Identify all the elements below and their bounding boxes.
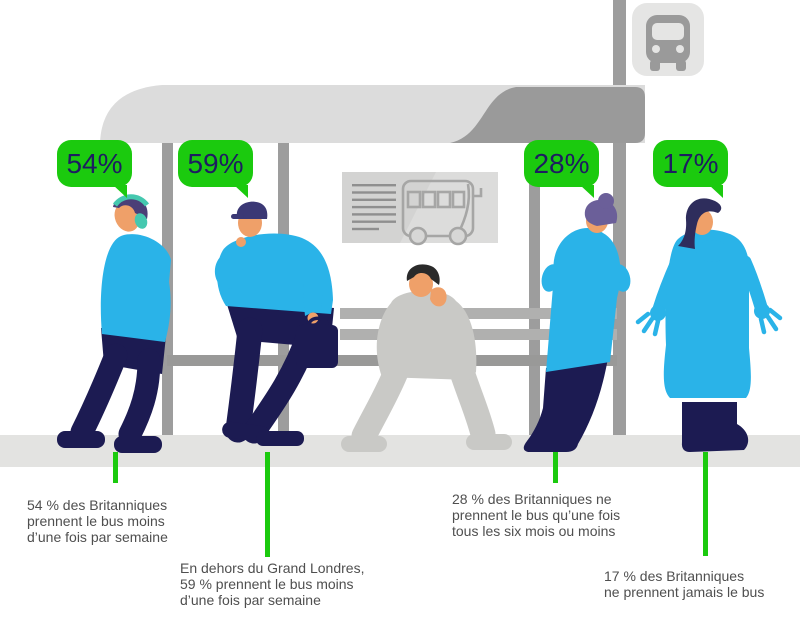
briefcase-handle (307, 316, 329, 326)
caption-59: En dehors du Grand Londres, 59 % prennen… (180, 560, 365, 608)
connector-line-28 (553, 452, 558, 483)
ad-panel (342, 172, 498, 246)
mitten-hands (635, 303, 783, 337)
stat-bubble-28-label: 28% (533, 147, 590, 179)
stat-bubble-54: 54% (57, 140, 132, 198)
connector-line-59 (265, 452, 270, 557)
stat-bubble-54-label: 54% (66, 147, 123, 179)
connector-line-54 (113, 452, 118, 483)
stat-bubble-59-label: 59% (187, 147, 244, 179)
briefcase (296, 325, 338, 368)
stat-bubble-59: 59% (178, 140, 253, 198)
stat-bubble-17: 17% (653, 140, 728, 198)
person-28-leaning-woman (523, 193, 631, 452)
bus-stop-sign (632, 3, 704, 76)
person-59-cap-briefcase (214, 201, 338, 446)
hair (406, 264, 440, 285)
stat-bubble-28: 28% (524, 140, 599, 198)
connector-line-17 (703, 452, 708, 556)
person-17-standing-woman (635, 198, 783, 452)
flat-cap (236, 201, 268, 219)
sign-pole (613, 0, 626, 450)
caption-54: 54 % des Britanniques prennent le bus mo… (27, 497, 168, 545)
ad-text-lines (352, 184, 396, 231)
person-sitting-bored (341, 264, 512, 452)
hair (678, 198, 722, 249)
bus-front-icon (646, 15, 690, 71)
shelter-pole-3 (529, 143, 540, 450)
caption-28: 28 % des Britanniques ne prennent le bus… (452, 491, 621, 539)
shelter-roof (100, 85, 645, 143)
scarf (696, 240, 728, 262)
stat-bubble-17-label: 17% (662, 147, 719, 179)
headphones-icon (112, 194, 150, 207)
person-54-leaning-listener (57, 194, 171, 453)
bus-side-icon (401, 179, 483, 246)
caption-17: 17 % des Britanniques ne prennent jamais… (604, 568, 765, 600)
